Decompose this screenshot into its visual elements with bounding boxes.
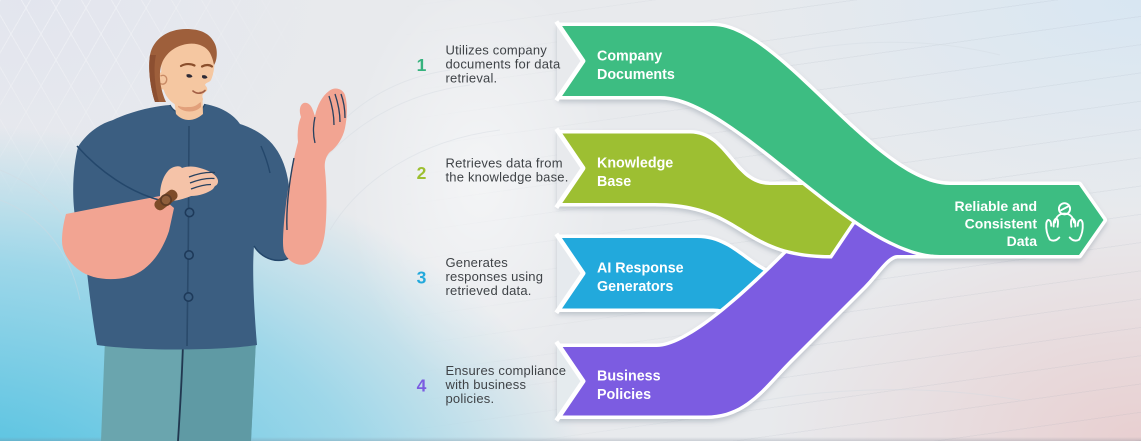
svg-text:policies.: policies. xyxy=(446,391,495,406)
svg-text:Utilizes company: Utilizes company xyxy=(446,42,548,57)
svg-text:retrieval.: retrieval. xyxy=(446,70,498,85)
svg-text:Generates: Generates xyxy=(446,255,509,270)
svg-text:Base: Base xyxy=(597,174,631,190)
svg-text:Business: Business xyxy=(597,369,661,385)
svg-text:Company: Company xyxy=(597,48,662,64)
svg-text:retrieved data.: retrieved data. xyxy=(446,283,532,298)
svg-text:2: 2 xyxy=(417,163,427,183)
svg-text:Reliable and: Reliable and xyxy=(955,198,1037,214)
svg-text:the knowledge base.: the knowledge base. xyxy=(446,169,569,184)
svg-text:Knowledge: Knowledge xyxy=(597,155,673,171)
svg-text:documents for data: documents for data xyxy=(446,56,561,71)
svg-text:responses using: responses using xyxy=(446,269,544,284)
svg-text:AI Response: AI Response xyxy=(597,261,684,277)
svg-text:with business: with business xyxy=(445,377,527,392)
svg-text:Consistent: Consistent xyxy=(965,216,1038,232)
svg-text:1: 1 xyxy=(417,55,427,75)
svg-text:Policies: Policies xyxy=(597,387,651,403)
svg-text:Data: Data xyxy=(1007,233,1038,249)
svg-text:Ensures compliance: Ensures compliance xyxy=(446,363,567,378)
svg-text:Generators: Generators xyxy=(597,279,673,295)
svg-text:Retrieves data from: Retrieves data from xyxy=(446,155,563,170)
svg-text:3: 3 xyxy=(417,267,427,287)
svg-text:Documents: Documents xyxy=(597,67,675,83)
svg-text:4: 4 xyxy=(417,376,427,396)
